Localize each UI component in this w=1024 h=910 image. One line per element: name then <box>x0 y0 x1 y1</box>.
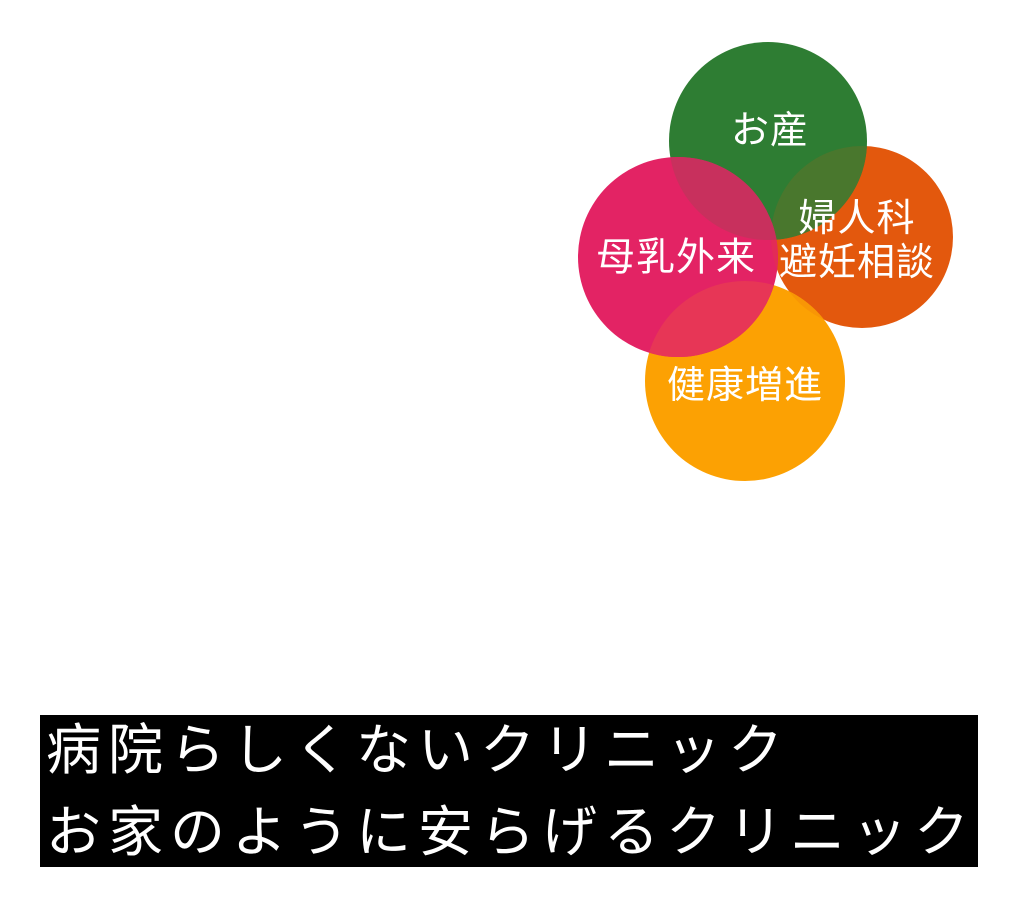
overlap-green-orange <box>771 146 867 240</box>
overlap-green-pink <box>669 157 778 240</box>
slogan-line-1: 病院らしくないクリニック <box>46 719 791 781</box>
label-gynecology: 婦人科 避妊相談 <box>779 197 935 285</box>
label-obstetrics: お産 <box>730 110 810 152</box>
label-gynecology-line1: 婦人科 <box>798 198 916 240</box>
label-breastfeeding: 母乳外来 <box>595 236 757 280</box>
overlap-pink-yellow <box>645 281 778 357</box>
label-gynecology-line2: 避妊相談 <box>778 242 936 284</box>
slogan-banner: 病院らしくないクリニック お家のように安らげるクリニック <box>40 715 978 867</box>
label-health: 健康増進 <box>666 365 824 407</box>
slogan-line-2: お家のように安らげるクリニック <box>46 801 977 863</box>
